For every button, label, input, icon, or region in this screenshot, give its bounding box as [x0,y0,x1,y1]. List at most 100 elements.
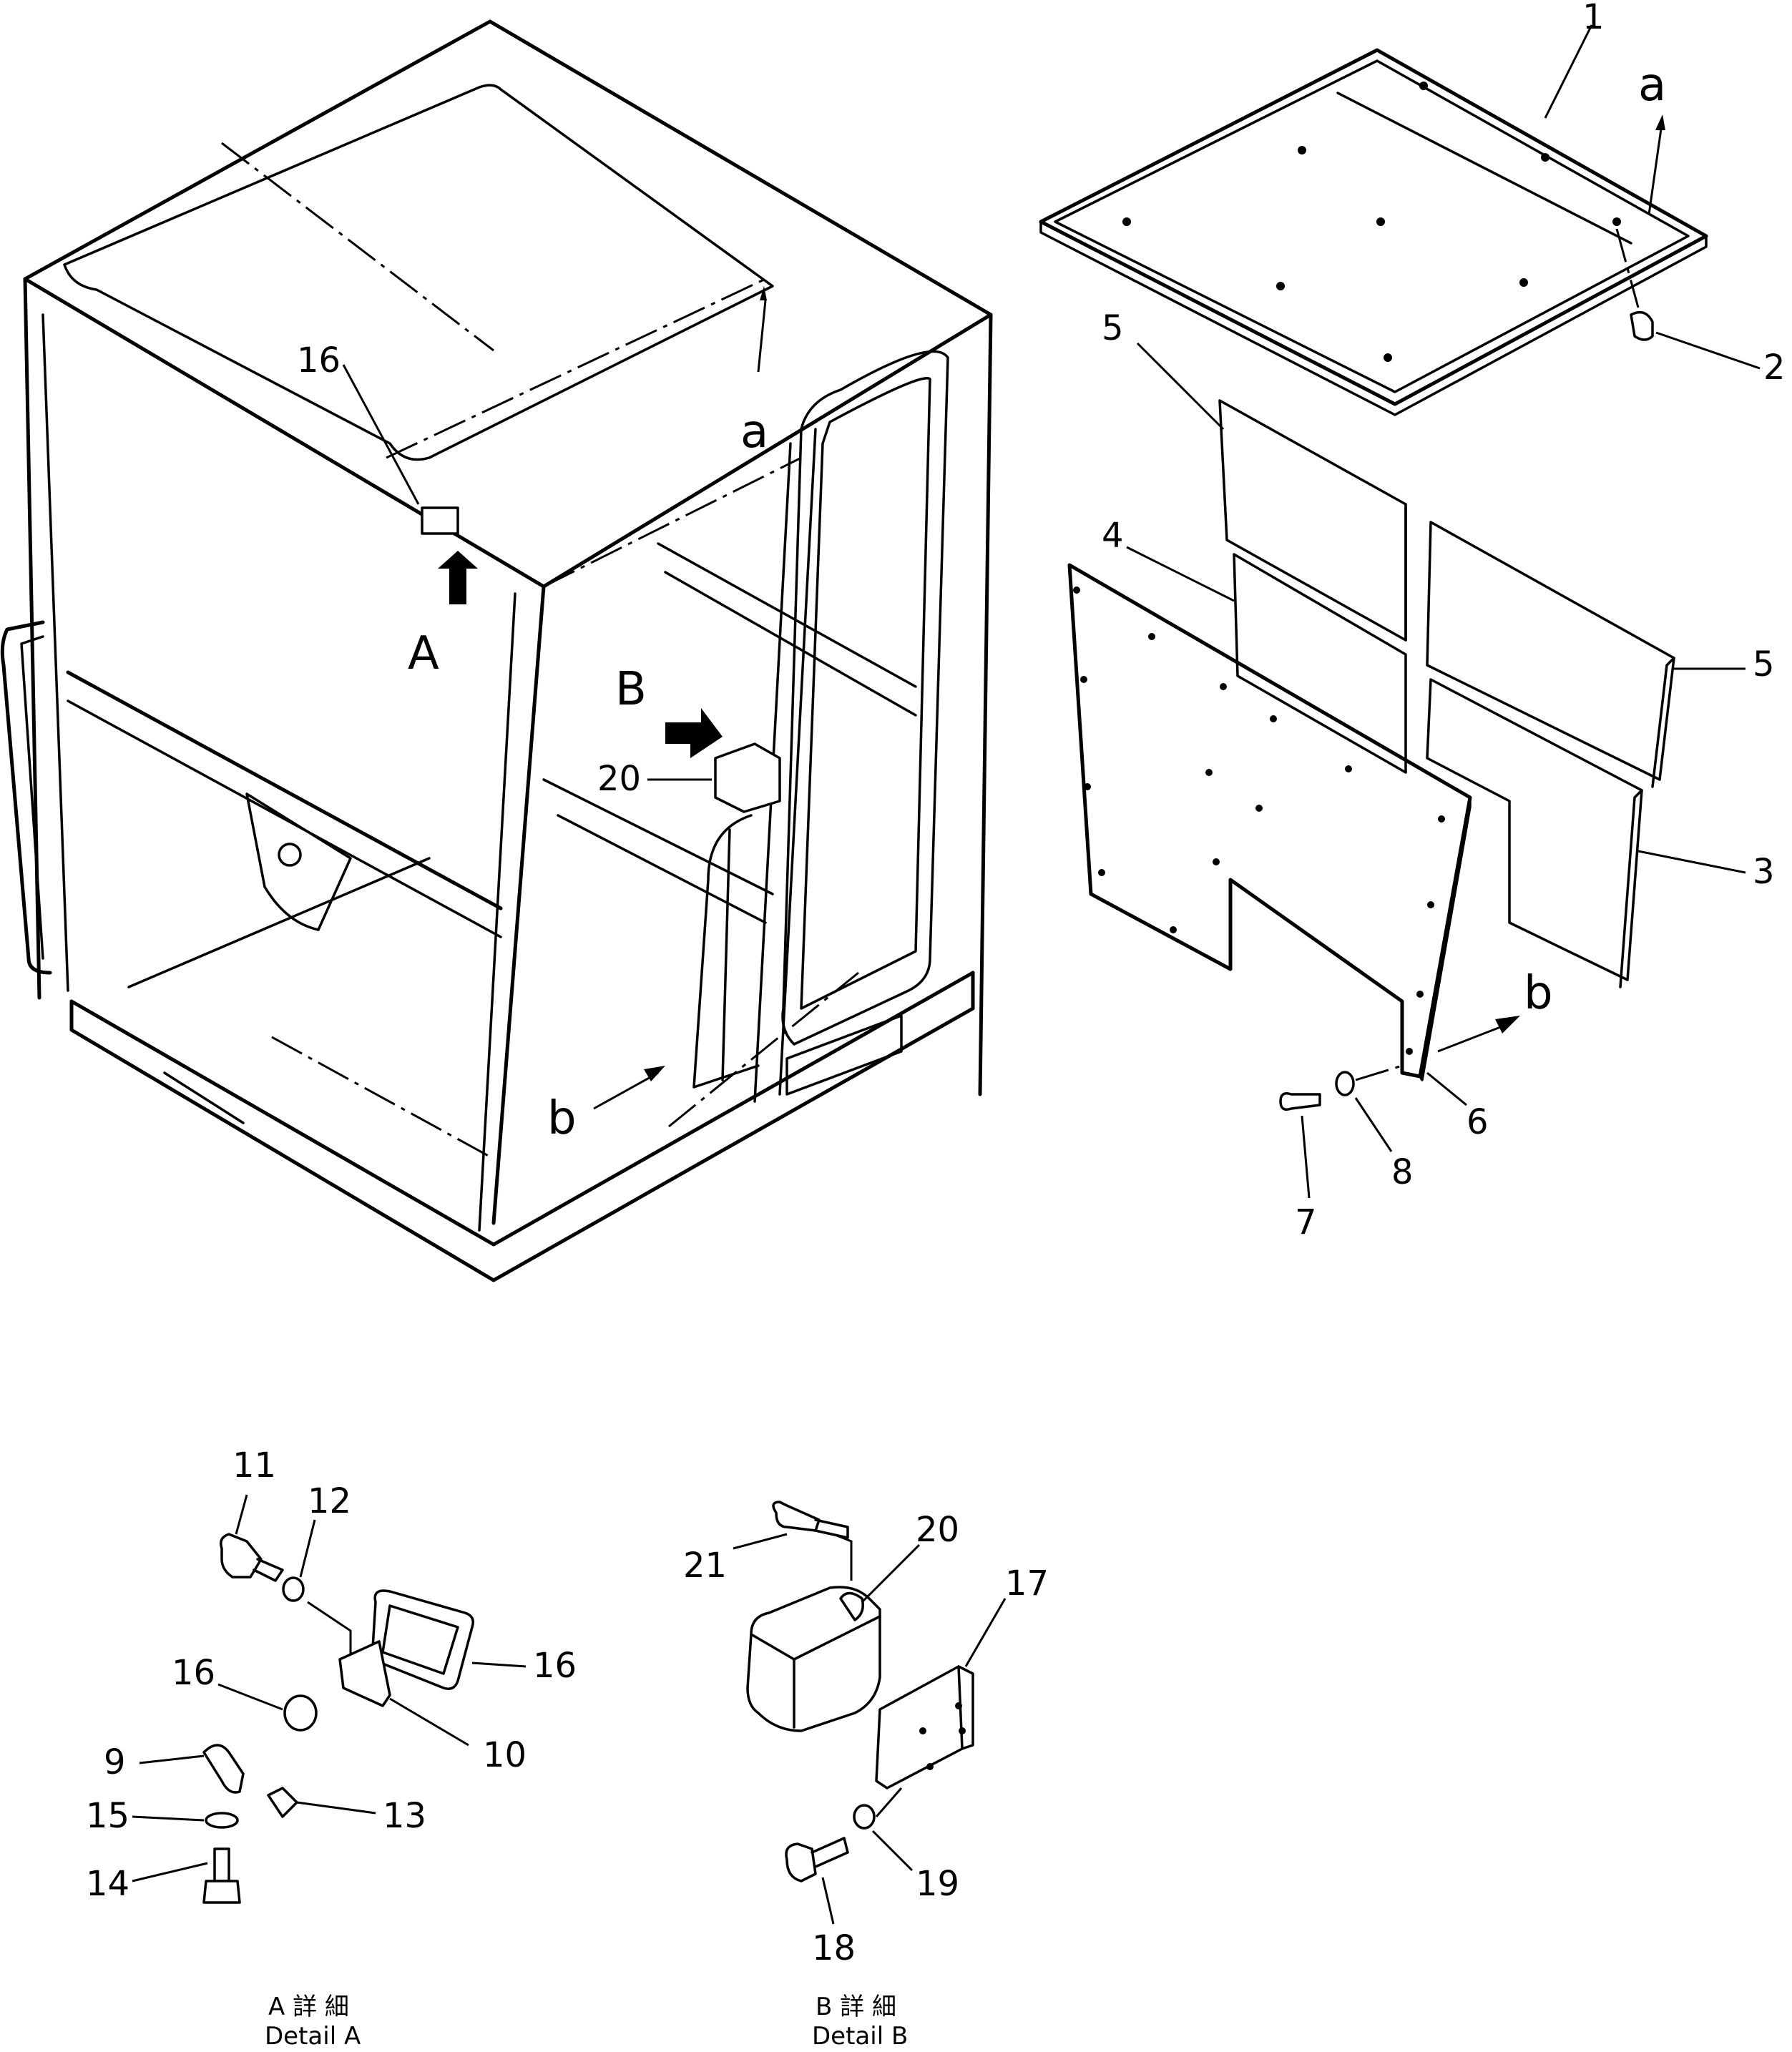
ref-a-cab: a [740,406,768,458]
callout-1: 1 [1582,0,1605,37]
leader-17 [964,1598,1007,1667]
bolt-18 [785,1842,817,1882]
cab-seat-bracket [245,792,352,931]
bolt-11 [220,1533,263,1579]
callout-7: 7 [1295,1202,1317,1242]
cab-dash-3 [386,278,766,459]
detail-a-caption-en: Detail A [265,2022,361,2051]
washer-8 [1335,1071,1355,1096]
cab-floor-edge [69,971,975,1247]
cab-rail-top-back-2 [664,571,917,717]
detail-a [202,1533,474,1904]
bracket-10 [338,1640,391,1707]
leader-1 [1544,24,1593,119]
ref-a-roof-line [1647,128,1663,215]
leader-13 [296,1801,376,1815]
cab-floor-step [785,1014,903,1096]
bolt-7 [1279,1092,1321,1111]
detail-b [746,1501,974,1882]
callout-4: 4 [1102,516,1124,556]
leader-21 [733,1533,788,1550]
cab-floor-base [69,971,975,1282]
cab-handrail [0,620,52,975]
screw-21-shank [814,1518,849,1539]
callout-6: 6 [1467,1102,1489,1142]
cab-bracket-hole [278,843,302,867]
leader-16-a [471,1661,527,1668]
cab-front-post-inner [478,592,516,1232]
washer-12 [282,1576,305,1602]
bracket-17 [875,1665,974,1790]
cab-dash-5 [271,1036,494,1160]
cab-roof-outline [23,19,993,589]
view-b-label: B [615,663,647,716]
leader-19 [871,1830,914,1872]
pad-3 [1426,678,1643,981]
callout-10: 10 [483,1735,527,1775]
cab-door-handle-inner [721,828,731,1081]
cab-handrail-inner [20,635,44,960]
callout-2: 2 [1763,348,1786,388]
lamp-switch-20 [746,1586,881,1732]
leader-16-nut [217,1683,283,1711]
cab-rail-back-2 [557,814,767,924]
callout-14: 14 [86,1864,129,1904]
cab-dash-1 [221,142,494,352]
screw-21 [772,1501,821,1532]
detail-b-caption-jp: B 詳 細 [816,1993,896,2021]
pad-5-right-edge [1651,657,1675,788]
ref-b-cab-line [593,1071,659,1110]
cab-door-handle [692,814,760,1089]
leader-7 [1301,1115,1311,1199]
wing-nut-13 [267,1787,298,1818]
callout-16-b: 16 [172,1653,215,1693]
pad-5-right [1426,521,1675,781]
detail-b-dash-2 [875,1787,903,1817]
cab-front-post [491,584,546,1225]
leader-14 [132,1862,208,1882]
room-lamp-lens [381,1604,459,1675]
callout-15: 15 [86,1796,129,1836]
callout-11: 11 [232,1445,276,1486]
detail-a-caption-jp: A 詳 細 [268,1993,349,2021]
view-a-label: A [408,627,439,680]
cab-dash-2 [543,456,802,588]
cab-roof-panel [63,84,774,461]
bolt-7-dash [1355,1064,1403,1081]
bolt-14-shank [213,1847,230,1882]
callout-19: 19 [916,1864,959,1904]
ref-a-roof: a [1638,59,1666,112]
leader-8 [1354,1097,1393,1152]
ref-a-cab-arrowhead [760,286,767,300]
cab-lamp-switch [714,742,781,813]
insulation-pads [1218,399,1675,988]
cab-dash-4 [668,971,859,1128]
leader-2 [1655,331,1761,370]
detail-a-dash [307,1601,352,1659]
leader-3 [1637,850,1746,874]
bolt-11-shank [253,1558,284,1582]
callout-16-a: 16 [533,1646,577,1686]
cab-right-post [978,313,993,1096]
callout-13: 13 [383,1796,426,1836]
ref-b-panel: b [1524,967,1553,1020]
cab-door-window [800,377,931,1010]
detail-b-dash [833,1533,853,1581]
cab-floor-mark-1 [163,1071,245,1124]
view-b-arrow [665,708,723,758]
leader-20-b [861,1543,921,1604]
nut-16 [283,1694,318,1732]
roof-panel-edge [1039,220,1708,416]
room-lamp-16 [371,1589,474,1690]
roof-bolt-dash [1615,228,1640,308]
callout-21: 21 [683,1546,727,1586]
ref-a-cab-line [757,300,767,373]
cab-frame [0,19,993,1282]
view-a-arrow [438,551,478,604]
ref-b-panel-line [1437,1025,1503,1053]
ref-b-panel-arrowhead [1495,1016,1520,1034]
cab-rail-left-lower [67,699,502,938]
side-panel-edge [1419,796,1472,1081]
